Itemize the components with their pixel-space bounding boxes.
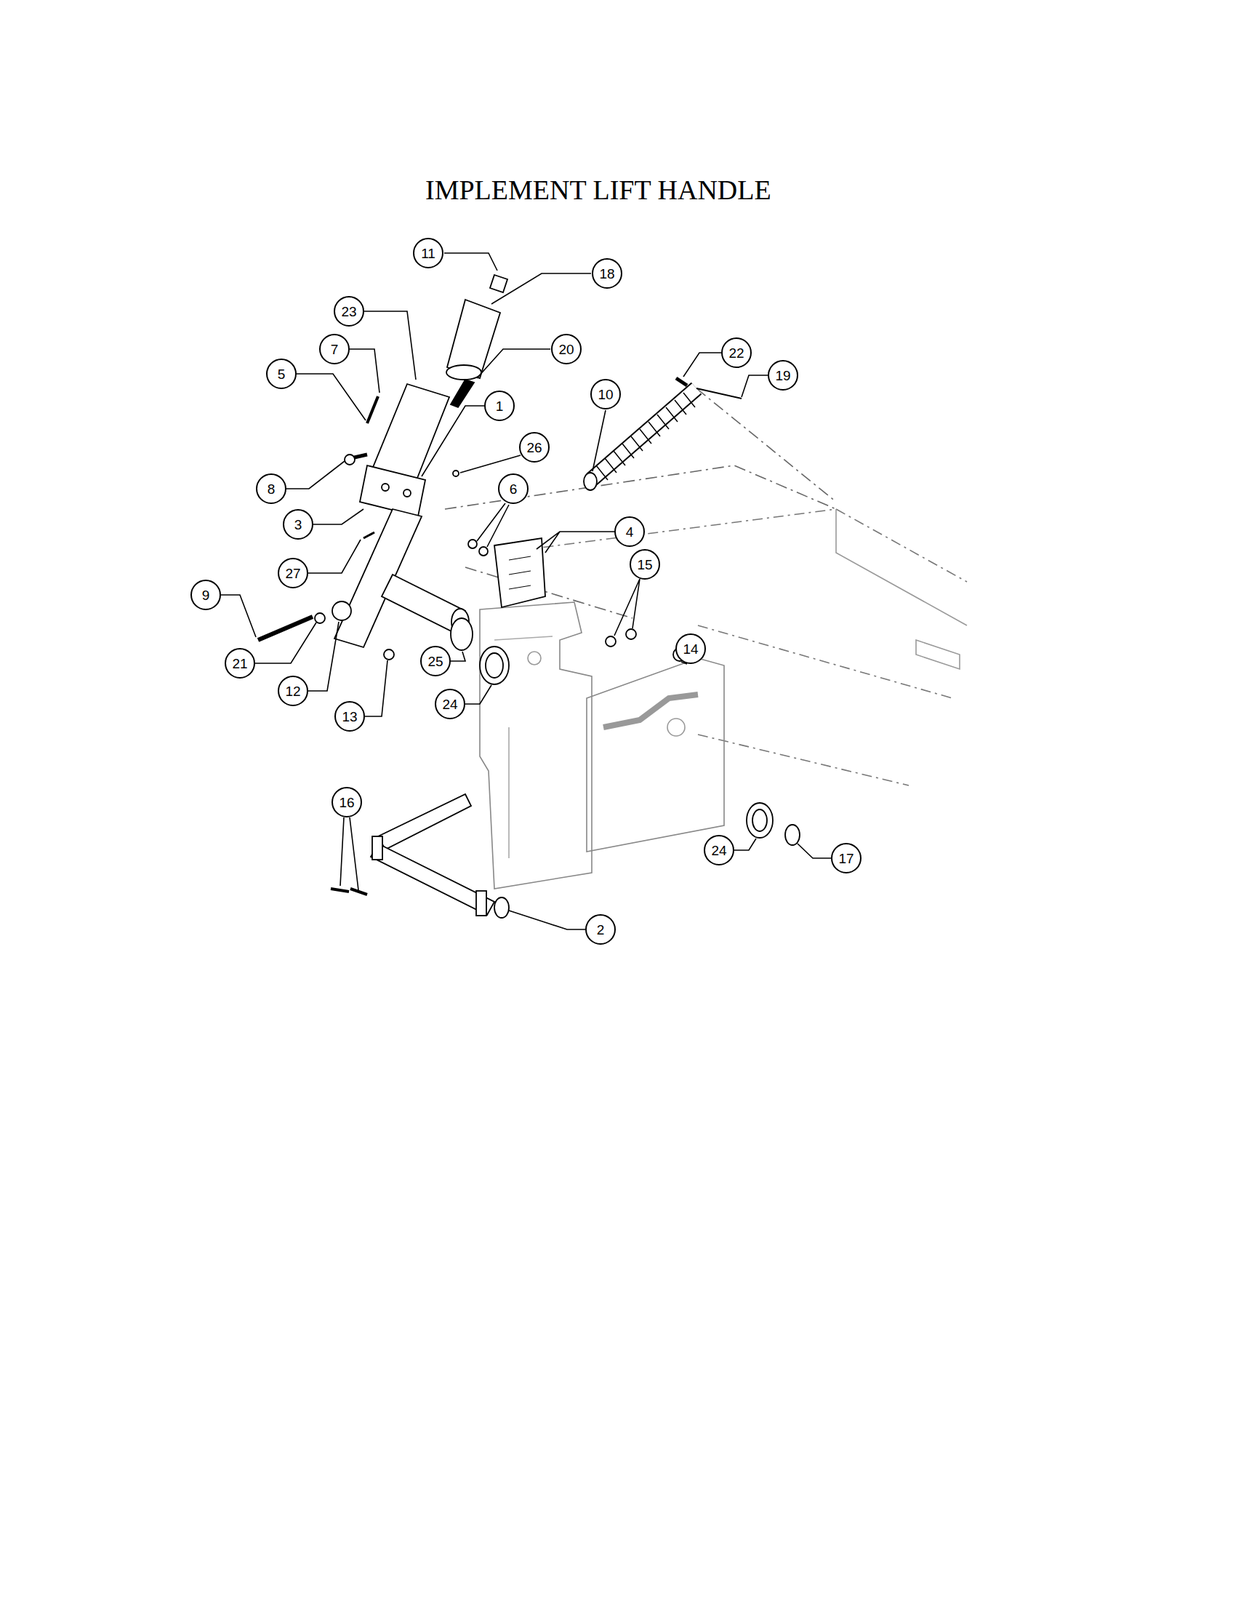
callout-circle: 21 (224, 647, 256, 679)
callout-number: 9 (202, 588, 211, 602)
callout-circle: 8 (255, 473, 287, 504)
callout-number: 22 (728, 346, 744, 360)
callout-circle: 1 (484, 390, 515, 421)
callout-number: 25 (427, 654, 443, 669)
callout-circle: 26 (519, 431, 550, 463)
callout-number: 20 (558, 342, 574, 357)
callout-circle: 24 (703, 834, 735, 866)
callout-circle: 2 (585, 913, 616, 945)
callout-circle: 11 (412, 237, 444, 269)
lift-handle (258, 274, 800, 918)
callout-number: 11 (420, 246, 436, 261)
callout-circle: 25 (420, 645, 451, 677)
callout-number: 1 (495, 399, 504, 413)
callout-circle: 22 (721, 337, 752, 368)
callout-circle: 4 (614, 516, 645, 547)
callout-circle: 27 (277, 557, 309, 589)
callout-number: 18 (599, 266, 615, 281)
callout-circle: 6 (497, 473, 529, 504)
callout-number: 23 (340, 304, 357, 319)
callout-circle: 13 (334, 700, 365, 732)
callout-number: 24 (711, 843, 727, 858)
callout-number: 4 (625, 524, 634, 539)
callout-number: 21 (231, 656, 248, 671)
callout-circle: 23 (333, 295, 365, 327)
callout-circle: 15 (629, 548, 661, 580)
callout-number: 10 (597, 387, 613, 402)
callout-number: 26 (526, 440, 542, 455)
callout-number: 24 (442, 697, 458, 712)
callout-number: 12 (284, 684, 301, 698)
callout-number: 8 (267, 482, 276, 496)
callout-circle: 10 (590, 378, 621, 410)
callout-number: 16 (338, 795, 355, 810)
callout-circle: 16 (331, 786, 363, 818)
callout-circle: 20 (551, 333, 582, 365)
callout-circle: 18 (591, 258, 623, 289)
callout-number: 2 (596, 922, 605, 937)
callout-circle: 12 (277, 675, 309, 706)
callout-number: 14 (682, 641, 698, 656)
callout-circle: 14 (675, 633, 706, 664)
callout-number: 7 (330, 342, 339, 357)
frame-outline (444, 388, 967, 889)
callout-number: 6 (509, 482, 518, 496)
callout-circle: 17 (830, 842, 862, 874)
callout-circle: 24 (434, 688, 466, 720)
callout-number: 17 (838, 851, 854, 866)
callout-circle: 7 (319, 333, 350, 365)
diagram-title: IMPLEMENT LIFT HANDLE (425, 173, 772, 206)
callout-circle: 5 (266, 358, 297, 389)
leader-lines (221, 252, 831, 930)
callout-number: 13 (341, 709, 357, 724)
callout-number: 5 (277, 367, 286, 381)
callout-circle: 9 (190, 579, 222, 610)
callout-number: 3 (294, 517, 303, 532)
callout-number: 27 (284, 566, 301, 581)
callout-circle: 3 (282, 508, 314, 540)
callout-number: 15 (636, 557, 653, 572)
callout-number: 19 (774, 368, 791, 383)
callout-circle: 19 (767, 359, 799, 391)
